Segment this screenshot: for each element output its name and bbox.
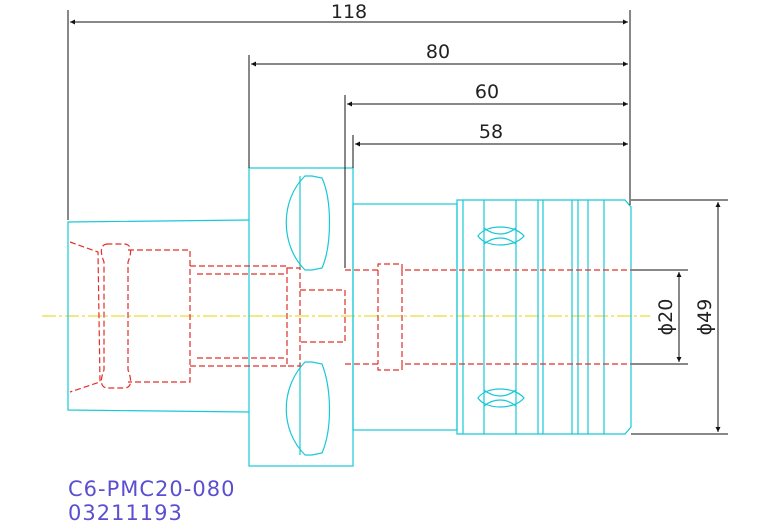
dimension-lines bbox=[67, 10, 728, 435]
dim-label-outer-diameter: ϕ49 bbox=[694, 299, 716, 336]
part-number: 03211193 bbox=[68, 501, 183, 523]
part-outline bbox=[67, 167, 632, 467]
main-body bbox=[352, 203, 458, 431]
flange-slot-top bbox=[285, 175, 331, 271]
dim-label-shank-length: 58 bbox=[479, 121, 503, 143]
dim-label-flange-length: 80 bbox=[426, 41, 450, 63]
flange-slot-bottom bbox=[285, 361, 331, 456]
dim-label-bore-diameter: ϕ20 bbox=[655, 299, 677, 336]
part-code: C6-PMC20-080 bbox=[68, 477, 235, 501]
cross-hole-bottom bbox=[477, 388, 525, 408]
taper-shank bbox=[67, 219, 250, 413]
dim-label-overall-length: 118 bbox=[331, 1, 367, 23]
collar-body bbox=[456, 199, 632, 435]
flange bbox=[248, 167, 354, 467]
dim-label-body-length: 60 bbox=[475, 81, 499, 103]
hidden-lines bbox=[69, 241, 632, 393]
cross-hole-top bbox=[477, 226, 525, 246]
